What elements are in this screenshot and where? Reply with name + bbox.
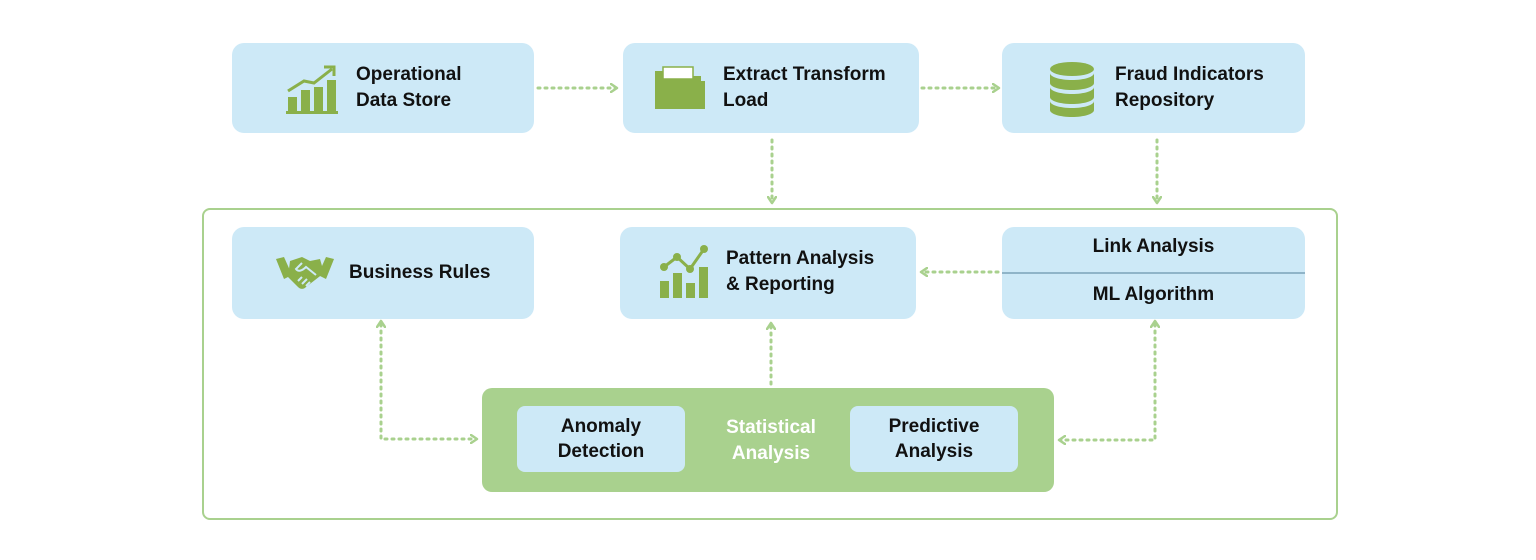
node-link-ml: Link Analysis ML Algorithm <box>1002 227 1305 319</box>
node-label: Fraud Indicators Repository <box>1115 64 1264 111</box>
node-label: Extract Transform Load <box>723 64 886 111</box>
node-operational-data-store: Operational Data Store <box>232 43 534 133</box>
folder-icon <box>653 65 707 116</box>
ml-algorithm-label: ML Algorithm <box>1092 284 1215 305</box>
node-label: Pattern Analysis & Reporting <box>726 248 875 295</box>
node-label: Business Rules <box>349 262 491 283</box>
node-extract-transform-load: Extract Transform Load <box>623 43 919 133</box>
node-divider <box>1002 272 1305 274</box>
analytics-chart-icon <box>658 243 712 306</box>
node-pattern-analysis-reporting: Pattern Analysis & Reporting <box>620 227 916 319</box>
database-icon <box>1048 61 1096 122</box>
statistical-analysis-group: Anomaly Detection Statistical Analysis P… <box>482 388 1054 492</box>
analysis-frame <box>202 208 1338 520</box>
node-label: Operational Data Store <box>356 64 462 111</box>
connector-rules-stat <box>381 324 476 439</box>
handshake-icon <box>276 253 334 298</box>
anomaly-detection-box: Anomaly Detection <box>517 406 685 472</box>
growth-chart-icon <box>284 63 340 120</box>
statistical-analysis-title: Statistical Analysis <box>726 417 816 464</box>
node-fraud-indicators-repository: Fraud Indicators Repository <box>1002 43 1305 133</box>
predictive-analysis-box: Predictive Analysis <box>850 406 1018 472</box>
node-business-rules: Business Rules <box>232 227 534 319</box>
link-analysis-label: Link Analysis <box>1092 236 1215 257</box>
